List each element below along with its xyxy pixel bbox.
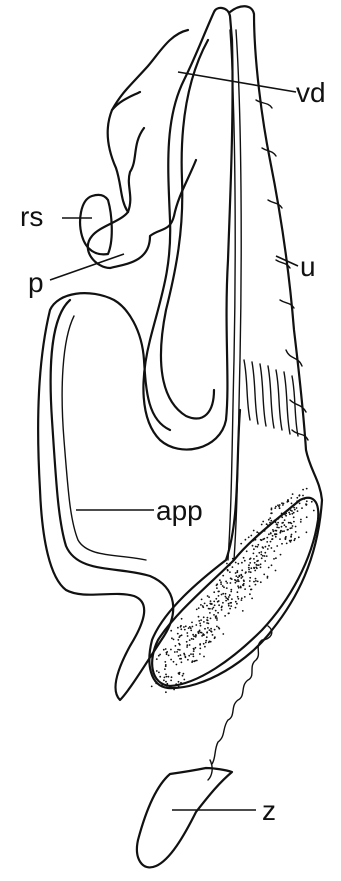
talon	[137, 760, 232, 867]
leader-lines	[50, 72, 298, 810]
label-p: p	[28, 267, 44, 298]
label-app: app	[156, 495, 203, 526]
vas-deferens	[228, 30, 241, 560]
leader-vd	[178, 72, 296, 92]
uterus	[149, 6, 322, 688]
coiled-duct	[212, 626, 272, 764]
label-z: z	[262, 795, 276, 826]
label-vd: vd	[296, 77, 326, 108]
label-u: u	[300, 251, 316, 282]
label-rs: rs	[20, 201, 43, 232]
